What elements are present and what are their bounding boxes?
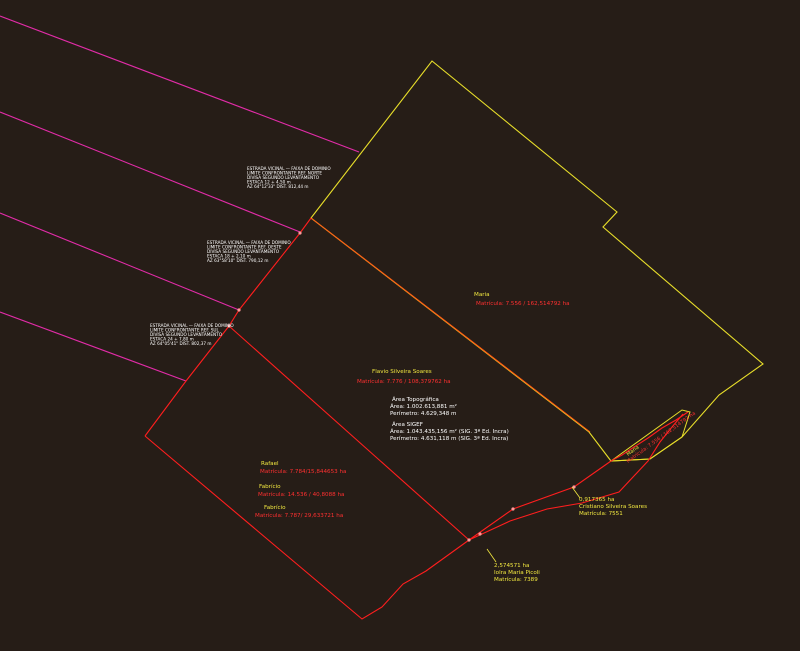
cristiano-matricula: Matrícula: 7551 xyxy=(579,510,623,517)
note-line: ESTRADA VICINAL — FAIXA DE DOMINIO xyxy=(207,240,291,245)
area-topo-title: Área Topográfica xyxy=(392,396,439,403)
note-line: ESTACA 12 + 4,50 m xyxy=(247,180,291,185)
vertex-marker[interactable] xyxy=(237,308,241,312)
cristiano-owner: Cristiano Silveira Soares xyxy=(579,504,647,510)
rafael-name: Rafael xyxy=(261,461,279,467)
note-line: LIMITE CONFRONTANTE REF. NORTE xyxy=(247,171,322,176)
note-line: DIVISA SEGUNDO LEVANTAMENTO xyxy=(150,332,223,337)
note-line: DIVISA SEGUNDO LEVANTAMENTO xyxy=(207,249,280,254)
flavio-name: Flavio Silveira Soares xyxy=(372,369,432,375)
vertex-marker[interactable] xyxy=(227,324,231,328)
note-line: LIMITE CONFRONTANTE REF. OESTE xyxy=(207,245,282,250)
strip-boundary[interactable] xyxy=(609,409,691,462)
area-sigef-perimetro: Perímetro: 4.631,118 m (SIG. 3ª Ed. Incr… xyxy=(390,435,508,442)
leader-line-picoli xyxy=(486,548,497,563)
survey-note-1: ESTRADA VICINAL — FAIXA DE DOMINIO LIMIT… xyxy=(247,166,331,189)
area-sigef-area: Área: 1.043.435,156 m² (SIG. 3ª Ed. Incr… xyxy=(390,428,509,435)
flavio-west-boundary[interactable] xyxy=(144,217,312,437)
vertex-marker[interactable] xyxy=(478,532,482,536)
vertex-marker[interactable] xyxy=(511,507,515,511)
note-line: ESTACA 24 + 7,80 m xyxy=(150,337,194,342)
note-line: AZ 64°05'41" DIST. 802,37 m xyxy=(150,341,211,346)
fabricio-2-name: Fabrício xyxy=(264,504,286,511)
note-line: ESTRADA VICINAL — FAIXA DE DOMINIO xyxy=(150,323,234,328)
fabricio-2-matricula: Matrícula: 7.787/ 29,633721 ha xyxy=(255,512,343,519)
note-line: ESTRADA VICINAL — FAIXA DE DOMINIO xyxy=(247,166,331,171)
vertex-marker[interactable] xyxy=(298,231,302,235)
note-line: AZ 64°12'33" DIST. 812,44 m xyxy=(247,184,308,189)
magenta-line-4 xyxy=(0,311,187,382)
magenta-line-1 xyxy=(0,15,360,153)
note-line: DIVISA SEGUNDO LEVANTAMENTO xyxy=(247,175,320,180)
area-topo-perimetro: Perímetro: 4.629,348 m xyxy=(390,410,457,417)
fabricio-1-name: Fabrício xyxy=(259,483,281,490)
fabricio-1-matricula: Matrícula: 14.536 / 40,8088 ha xyxy=(258,491,344,498)
parcel-maria-boundary[interactable] xyxy=(310,60,764,462)
picoli-owner: Iolra Maria Picoli xyxy=(494,570,540,576)
magenta-line-2 xyxy=(0,111,301,233)
maria-name: Maria xyxy=(474,292,490,298)
note-line: ESTACA 18 + 2,10 m xyxy=(207,254,251,259)
rafael-matricula: Matrícula: 7.784/15,844653 ha xyxy=(260,468,346,475)
area-topo-area: Área: 1.002.613,881 m² xyxy=(390,403,457,410)
strip-label-red: Matrícula: 7.556 / 162,514792 ha xyxy=(625,410,697,465)
picoli-boundary[interactable] xyxy=(468,413,684,541)
rafael-north-boundary[interactable] xyxy=(228,325,470,541)
magenta-lines xyxy=(0,15,360,382)
leader-line-cristiano xyxy=(571,486,581,499)
picoli-area: 2,574571 ha xyxy=(494,563,529,569)
leader-lines xyxy=(486,486,581,563)
cristiano-strip-boundary[interactable] xyxy=(610,411,689,462)
note-line: LIMITE CONFRONTANTE REF. SUL xyxy=(150,328,219,333)
note-line: AZ 63°58'10" DIST. 790,12 m xyxy=(207,258,268,263)
area-sigef-title: Área SIGEF xyxy=(392,421,423,428)
magenta-line-3 xyxy=(0,212,240,311)
vertex-markers xyxy=(227,231,576,542)
picoli-matricula: Matrícula: 7389 xyxy=(494,576,538,583)
vertex-marker[interactable] xyxy=(572,485,576,489)
southern-boundary[interactable] xyxy=(144,435,612,620)
survey-note-3: ESTRADA VICINAL — FAIXA DE DOMINIO LIMIT… xyxy=(150,323,234,346)
cristiano-area: 0,917365 ha xyxy=(579,497,614,503)
flavio-matricula: Matrícula: 7.776 / 108,379762 ha xyxy=(357,378,451,385)
maria-matricula: Matrícula: 7.556 / 162,514792 ha xyxy=(476,300,570,307)
parcel-flavio-east-boundary[interactable] xyxy=(310,217,591,433)
vertex-marker[interactable] xyxy=(467,538,471,542)
red-boundaries xyxy=(144,217,689,620)
survey-note-2: ESTRADA VICINAL — FAIXA DE DOMINIO LIMIT… xyxy=(207,240,291,263)
